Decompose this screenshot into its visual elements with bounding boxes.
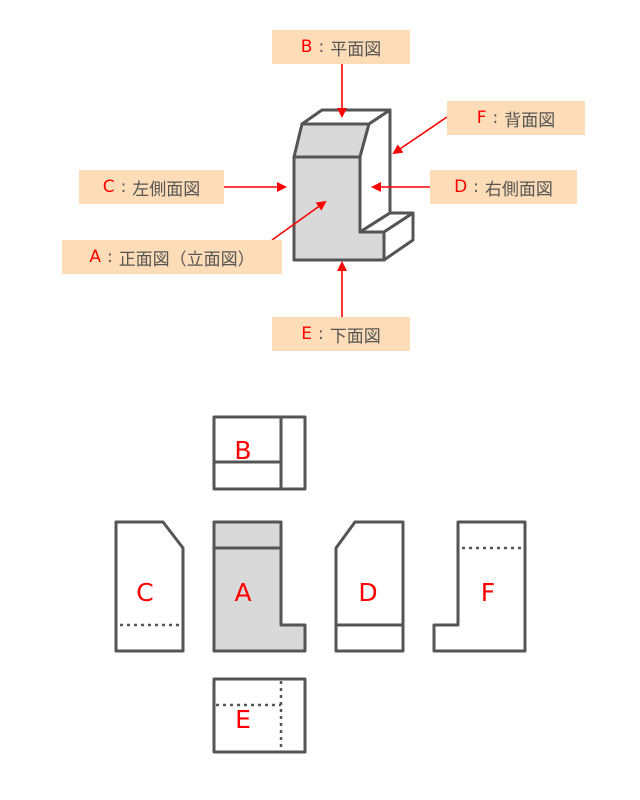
object-step-right <box>382 211 415 262</box>
label-sep: : <box>318 324 324 344</box>
view-d-letter: D <box>358 578 377 607</box>
view-a <box>212 520 307 653</box>
label-right-side-view: D:右側面図 <box>430 170 577 204</box>
view-f-letter: F <box>481 578 495 607</box>
view-c <box>114 520 185 653</box>
label-bottom-view: E:下面図 <box>272 317 410 351</box>
label-sep: : <box>120 177 127 197</box>
label-rear-view: F:背面図 <box>447 101 585 135</box>
label-left-side-view: C:左側面図 <box>79 170 224 204</box>
label-key: C <box>102 177 115 197</box>
view-b <box>212 415 307 491</box>
label-plan-view: B:平面図 <box>272 30 410 64</box>
label-key: A <box>89 247 101 267</box>
view-d <box>334 520 405 653</box>
label-key: F <box>476 108 487 128</box>
label-key: D <box>454 177 468 197</box>
arrow-a <box>271 200 327 241</box>
label-key: B <box>300 37 313 57</box>
view-c-letter: C <box>136 578 153 607</box>
view-e-letter: E <box>235 705 251 734</box>
label-text: 背面図 <box>504 110 556 131</box>
isometric-object <box>292 108 415 262</box>
label-sep: : <box>318 37 325 57</box>
view-a-letter: A <box>234 578 251 607</box>
label-sep: : <box>106 247 113 267</box>
label-sep: : <box>492 108 499 128</box>
label-front-view: A:正面図（立面図） <box>62 240 282 274</box>
label-text: 右側面図 <box>484 179 553 200</box>
label-text: 平面図 <box>330 39 382 60</box>
view-b-letter: B <box>234 436 251 465</box>
view-e <box>212 677 307 754</box>
view-f <box>432 520 527 653</box>
label-text: 正面図（立面図） <box>118 249 255 270</box>
object-slanted-face <box>292 122 371 159</box>
label-text: 左側面図 <box>132 179 201 200</box>
label-key: E <box>301 324 312 344</box>
label-text: 下面図 <box>329 326 381 347</box>
label-sep: : <box>473 177 479 197</box>
arrow-f <box>392 116 448 155</box>
